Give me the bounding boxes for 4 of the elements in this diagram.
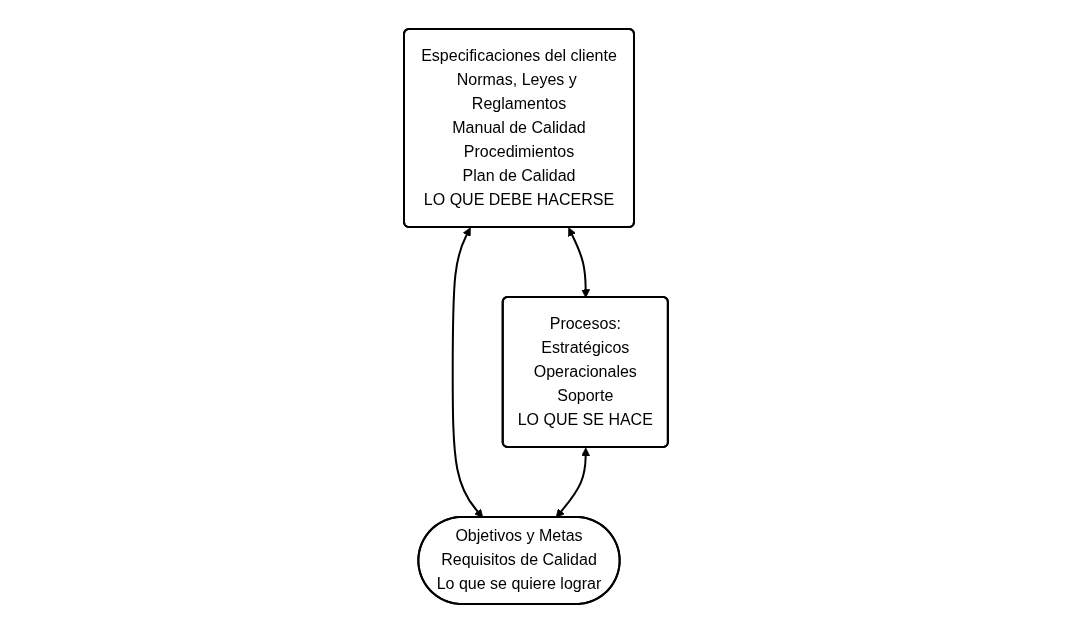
arrow	[555, 447, 590, 518]
node-text: Especificaciones del cliente Normas, Leyes y Reglamentos Manual de Calidad Procedimientos Plan de Calidad LO QUE DEBE HACERSE	[420, 46, 617, 208]
arrow	[567, 226, 590, 298]
arrow	[451, 226, 483, 518]
